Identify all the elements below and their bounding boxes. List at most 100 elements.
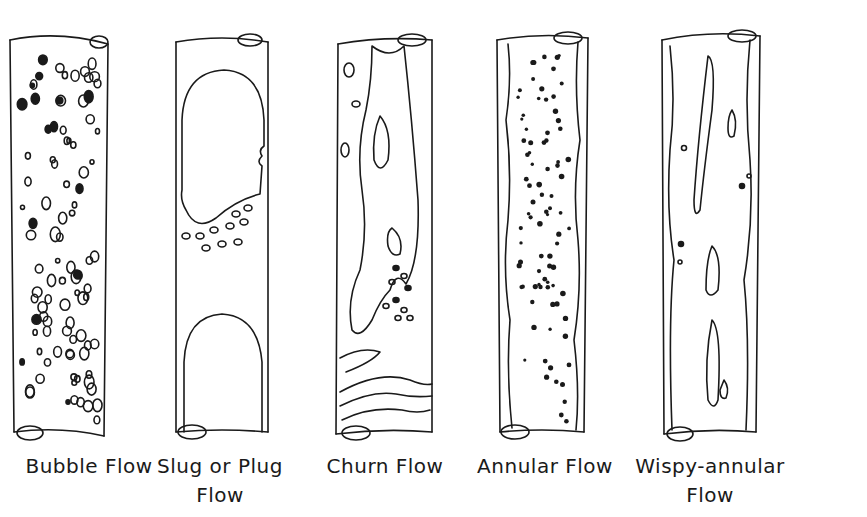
liquid-droplet	[563, 316, 568, 321]
liquid-droplet	[559, 211, 563, 215]
liquid-droplet	[520, 118, 523, 121]
liquid-droplet	[554, 379, 559, 384]
gas-bubble	[21, 205, 25, 209]
gas-bubble	[66, 400, 70, 404]
liquid-droplet	[553, 109, 558, 114]
liquid-droplet	[521, 138, 526, 143]
gas-bubble	[31, 80, 37, 90]
gas-bubble	[64, 137, 69, 144]
liquid-droplet	[518, 88, 522, 92]
liquid-droplet	[556, 232, 561, 237]
gas-bubble	[81, 67, 90, 77]
liquid-droplet	[519, 226, 523, 230]
liquid-droplet	[558, 127, 563, 132]
liquid-droplet	[531, 200, 536, 205]
liquid-droplet	[543, 359, 548, 364]
bubble-flow-tube	[10, 36, 108, 440]
liquid-droplet	[551, 284, 555, 288]
gas-bubble	[244, 205, 252, 211]
gas-bubble	[76, 330, 86, 342]
gas-bubble	[75, 290, 79, 295]
liquid-droplet	[544, 375, 549, 380]
gas-bubble	[26, 230, 35, 239]
gas-bubble	[66, 349, 74, 358]
liquid-droplet	[524, 177, 529, 182]
gas-bubble	[26, 385, 35, 397]
liquid-droplet	[531, 325, 536, 330]
gas-bubble	[84, 375, 94, 389]
gas-bubble	[90, 160, 94, 164]
gas-bubble	[36, 374, 44, 383]
gas-bubble	[71, 70, 79, 81]
regime-label: Annular Flow	[460, 452, 630, 481]
gas-bubble	[182, 233, 190, 239]
gas-bubble	[60, 299, 70, 310]
liquid-droplet	[567, 363, 572, 368]
liquid-droplet	[542, 55, 547, 60]
gas-bubble	[50, 157, 55, 163]
liquid-droplet	[556, 160, 560, 164]
liquid-droplet	[551, 66, 556, 71]
liquid-droplet	[550, 194, 554, 198]
gas-bubble	[234, 239, 242, 245]
liquid-droplet	[539, 254, 544, 259]
gas-bubble	[87, 383, 96, 395]
liquid-droplet	[544, 210, 549, 215]
gas-bubble	[71, 270, 81, 284]
gas-bubble	[84, 91, 93, 103]
liquid-droplet	[540, 193, 544, 197]
gas-bubble	[29, 218, 37, 228]
gas-bubble	[401, 308, 407, 313]
gas-bubble	[33, 330, 37, 336]
gas-bubble	[83, 401, 93, 412]
gas-bubble	[210, 227, 218, 233]
liquid-droplet	[559, 413, 564, 418]
gas-bubble	[96, 129, 100, 134]
gas-bubble	[39, 55, 48, 65]
liquid-droplet	[546, 281, 550, 285]
liquid-droplet	[555, 55, 560, 60]
gas-bubble	[70, 336, 77, 344]
gas-bubble	[59, 212, 67, 224]
gas-bubble	[393, 298, 399, 303]
liquid-droplet	[556, 118, 561, 123]
liquid-droplet	[555, 241, 559, 245]
gas-bubble	[31, 93, 39, 104]
liquid-droplet	[537, 269, 541, 273]
gas-bubble	[395, 316, 401, 321]
gas-bubble	[17, 99, 27, 110]
gas-bubble	[393, 266, 399, 271]
liquid-droplet	[567, 227, 571, 231]
gas-bubble	[56, 259, 60, 263]
gas-bubble	[56, 64, 64, 73]
gas-bubble	[43, 326, 50, 336]
gas-bubble	[389, 280, 395, 285]
gas-bubble	[86, 115, 94, 124]
liquid-droplet	[545, 130, 550, 135]
gas-bubble	[56, 97, 62, 104]
liquid-droplet	[525, 153, 530, 158]
gas-bubble	[26, 387, 35, 398]
gas-bubble	[44, 359, 50, 366]
liquid-droplet	[545, 167, 550, 172]
liquid-droplet	[533, 284, 538, 289]
liquid-droplet	[560, 82, 564, 86]
wispy-annular-flow-tube	[662, 30, 760, 441]
gas-bubble	[40, 312, 48, 321]
liquid-droplet	[560, 382, 565, 387]
gas-bubble	[232, 211, 240, 217]
gas-bubble	[50, 227, 60, 242]
liquid-droplet	[547, 253, 552, 258]
liquid-droplet	[516, 96, 519, 99]
gas-bubble	[79, 167, 88, 178]
gas-bubble	[401, 274, 407, 279]
liquid-droplet	[544, 138, 548, 142]
regime-label: Slug or Plug Flow	[135, 452, 305, 510]
liquid-droplet	[551, 94, 556, 99]
liquid-droplet	[566, 157, 572, 163]
gas-bubble	[84, 294, 89, 301]
gas-bubble	[60, 126, 66, 134]
gas-bubble	[383, 304, 389, 309]
gas-bubble	[80, 347, 89, 360]
